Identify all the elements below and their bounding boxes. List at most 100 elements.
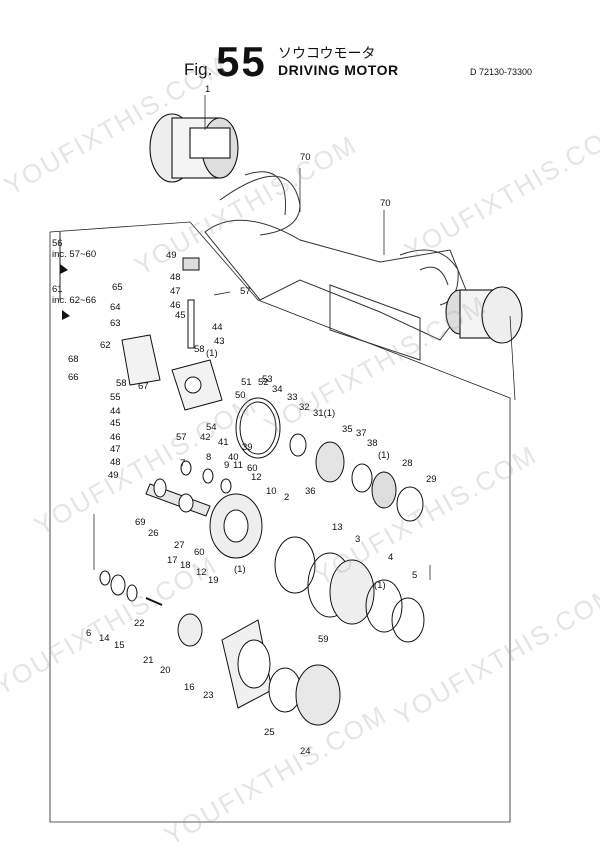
callout-label: 48 [110,457,121,468]
callout-label: 55 [110,392,121,403]
callout-label: 65 [112,282,123,293]
callout-label: 38 [367,438,378,449]
callout-label: 6 [86,628,91,639]
callout-label: 28 [402,458,413,469]
title-english: DRIVING MOTOR [278,62,399,78]
callout-label: 22 [134,618,145,629]
callout-label: 3 [355,534,360,545]
callout-label: 46 [110,432,121,443]
callout-label: 45 [110,418,121,429]
callout-label: 50 [235,390,246,401]
gear-rings [274,536,425,643]
callout-label: 37 [356,428,367,439]
callout-label: 19 [208,575,219,586]
callout-label: 60 [194,547,205,558]
callout-label: 35 [342,424,353,435]
callout-label: 26 [148,528,159,539]
callout-label: 29 [426,474,437,485]
callout-label: 54 [206,422,217,433]
motor-assembly-top [149,113,239,183]
callout-label: 58 [194,344,205,355]
callout-label: 70 [380,198,391,209]
callout-label: 41 [218,437,229,448]
callout-label: 57 [176,432,187,443]
callout-label: 14 [99,633,110,644]
callout-label: 66 [68,372,79,383]
callout-label: (1) [378,450,390,461]
hub-housing [177,613,341,726]
valve-block [121,257,223,411]
figure-label: Fig. [184,60,213,79]
callout-label: 52 [258,377,269,388]
callout-label: 33 [287,392,298,403]
callout-label: 17 [167,555,178,566]
document-code: D 72130-73300 [470,67,533,77]
callout-label: 32 [299,402,310,413]
callout-label: 40 [228,452,239,463]
drive-shaft [145,478,263,559]
callout-label: 64 [110,302,121,313]
motor-assembly-right [445,286,523,344]
callout-label: 57 [240,286,251,297]
note-61-line1: 61 [52,284,63,295]
callout-label: 44 [212,322,223,333]
callout-label: 45 [175,310,186,321]
callout-label: 15 [114,640,125,651]
callout-label: 70 [300,152,311,163]
callout-label: 42 [200,432,211,443]
callout-label: 9 [224,460,229,471]
callout-label: 25 [264,727,275,738]
callout-label: 58 [116,378,127,389]
note-arrows [60,264,70,320]
callout-label: 59 [318,634,329,645]
callout-label: 12 [251,472,262,483]
note-56: 56 inc. 57~60 [52,238,96,260]
small-parts-left [99,570,163,606]
callout-label: 69 [135,517,146,528]
leader-lines [93,95,516,580]
callout-label: 1 [205,84,210,95]
callout-label: 43 [214,336,225,347]
callout-label: 36 [305,486,316,497]
callout-label: 4 [388,552,393,563]
callout-label: 16 [184,682,195,693]
callout-label: 2 [284,492,289,503]
callout-label: 67 [138,381,149,392]
callout-label: 13 [332,522,343,533]
callout-label: 31(1) [313,408,335,419]
figure-number: 55 [216,38,267,85]
callout-label: 49 [166,250,177,261]
callout-label: 62 [100,340,111,351]
callout-label: 49 [108,470,119,481]
callout-label: 21 [143,655,154,666]
track-frame-sketch [204,171,471,361]
rotating-group [178,397,424,522]
callout-label: 27 [174,540,185,551]
title-japanese: ソウコウモータ [278,45,376,61]
callout-label: 5 [412,570,417,581]
callout-label: 63 [110,318,121,329]
callout-label: 12 [196,567,207,578]
callout-label: 46 [170,300,181,311]
callout-label: 51 [241,377,252,388]
callout-label: 34 [272,384,283,395]
note-61-line2: inc. 62~66 [52,295,96,306]
callout-label: 24 [300,746,311,757]
callout-label: 20 [160,665,171,676]
callout-label: 68 [68,354,79,365]
note-61: 61 inc. 62~66 [52,284,96,306]
callout-label: 39 [242,442,253,453]
note-56-line2: inc. 57~60 [52,249,96,260]
callout-label: 47 [170,286,181,297]
callout-label: 11 [233,460,243,471]
callout-label: (1) [206,348,218,359]
callout-label: 53 [262,374,273,385]
callout-label: 8 [206,452,211,463]
callout-label: (1) [234,564,246,575]
callout-label: 23 [203,690,214,701]
callout-label: 60 [247,463,258,474]
callout-label: 44 [110,406,121,417]
